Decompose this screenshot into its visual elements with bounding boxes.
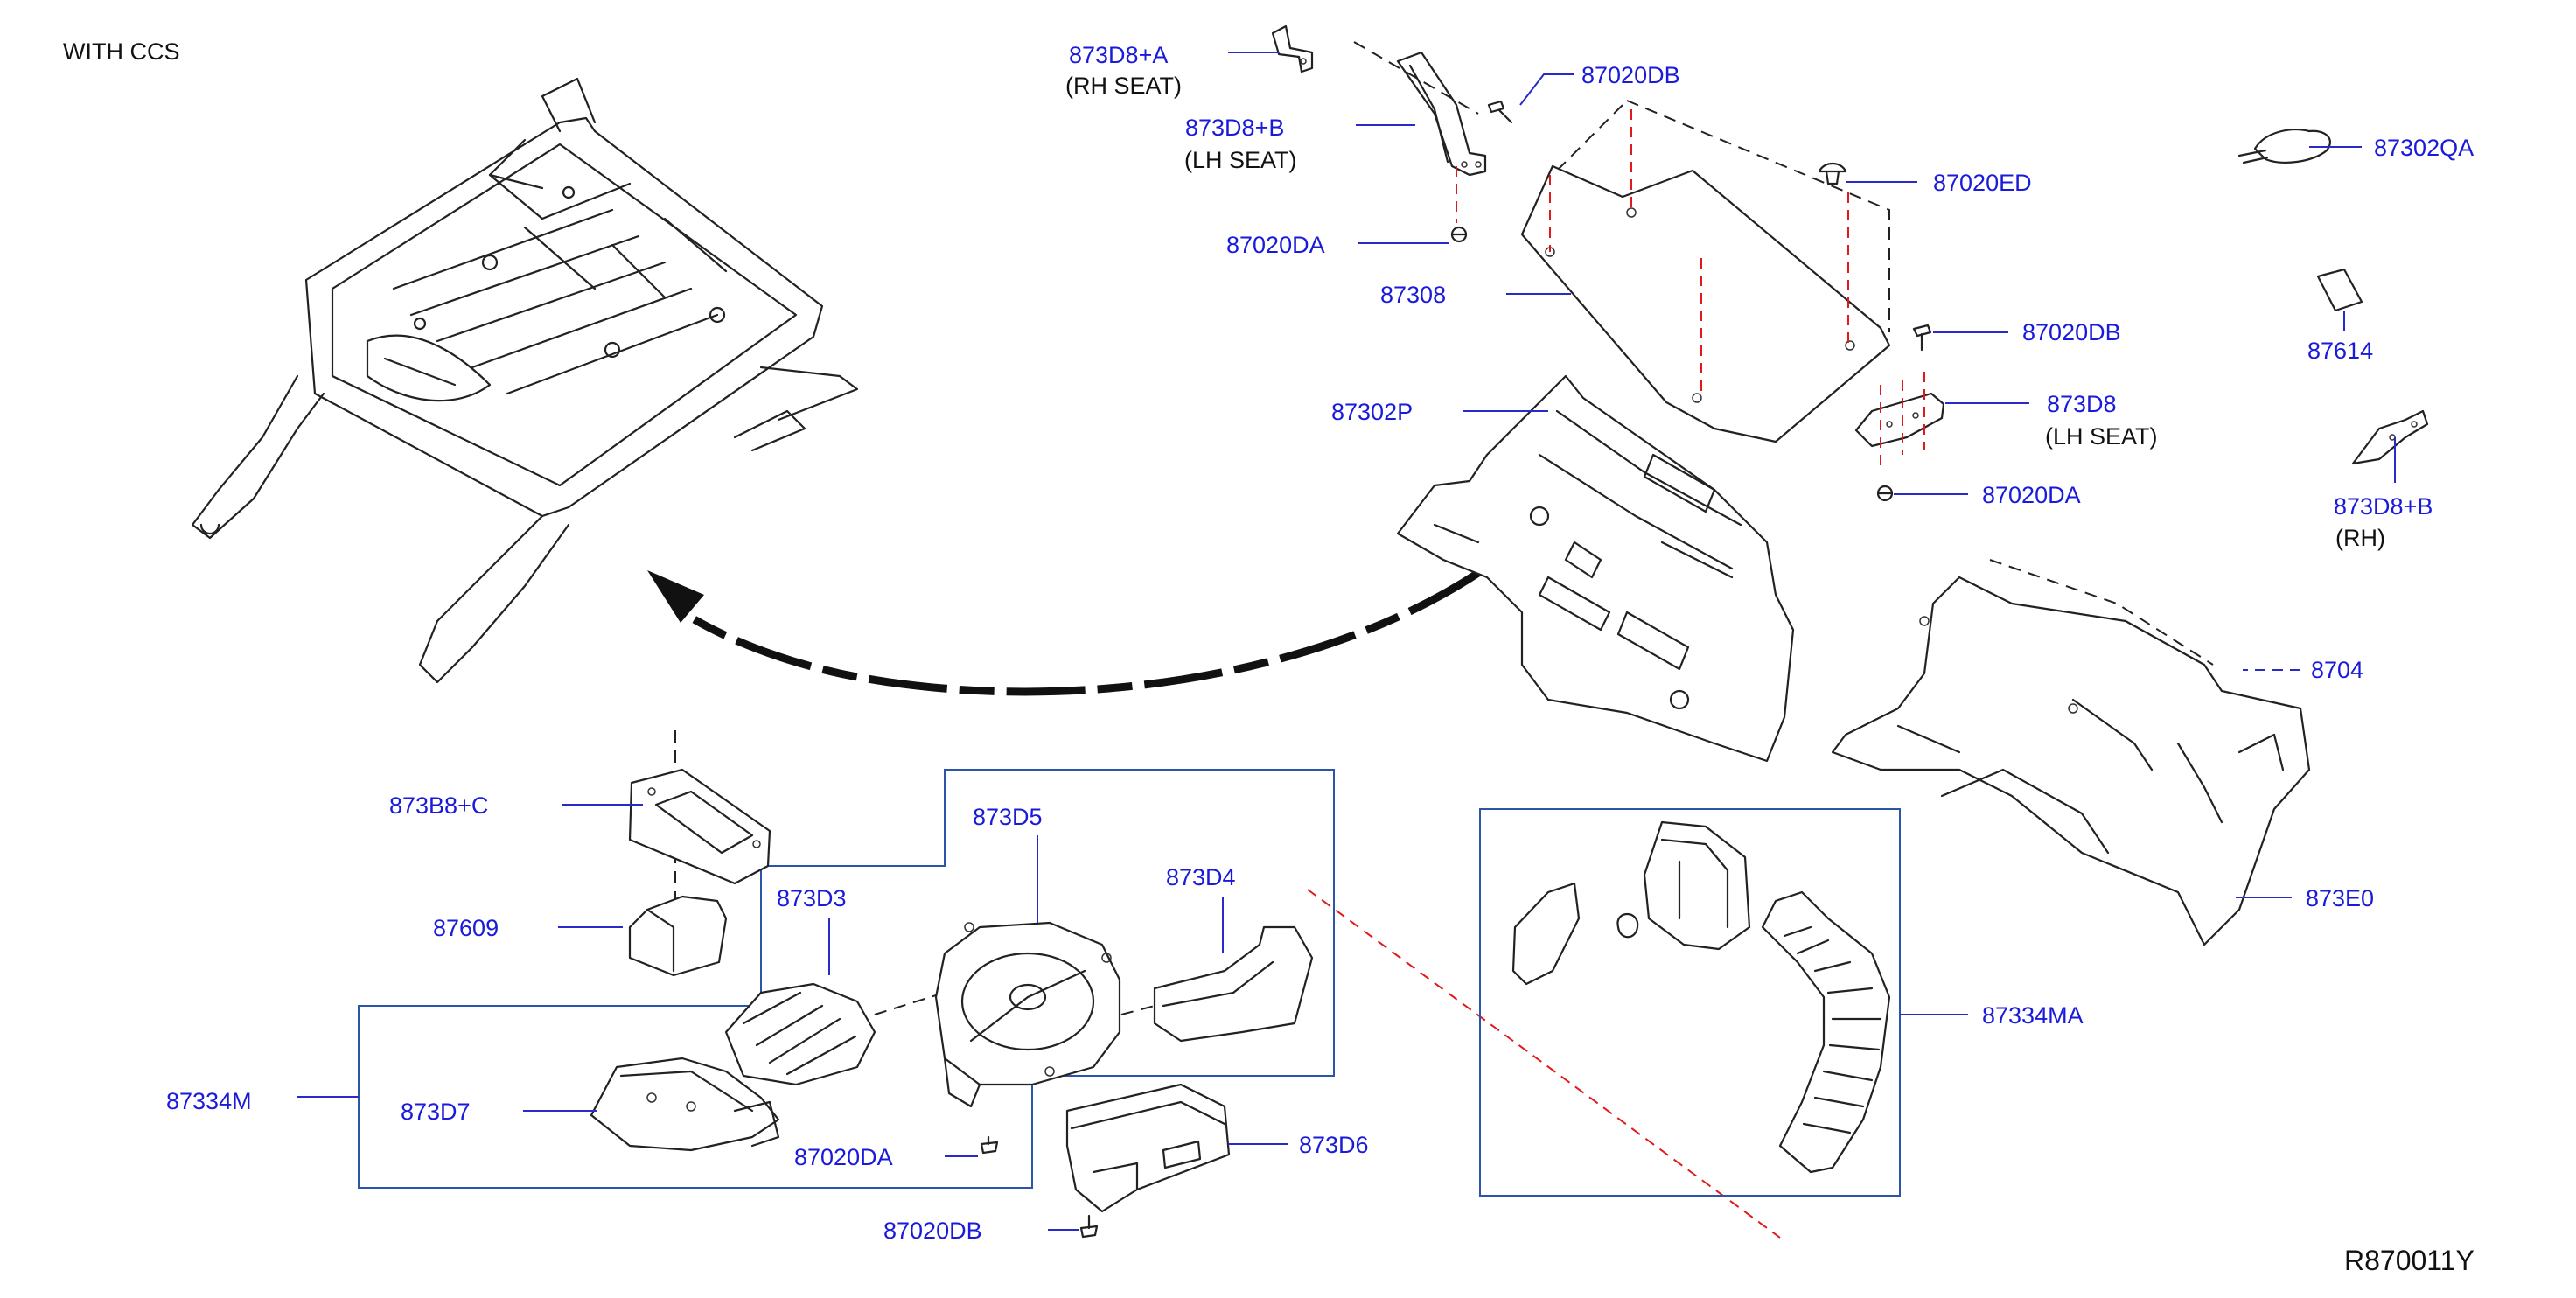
duct-assembly-87334ma-drawing [1511,820,1891,1174]
label-873b8c: 873B8+C [389,792,488,819]
label-87020db-mid: 87020DB [2022,319,2121,345]
label-87609: 87609 [433,915,499,941]
case-873d7-drawing [590,1057,780,1152]
label-873d4: 873D4 [1166,864,1236,890]
label-873d8-lh: 873D8 [2047,391,2117,417]
label-87334ma: 87334MA [1982,1002,2084,1029]
label-873d8a: 873D8+A [1069,42,1168,68]
label-87614: 87614 [2307,338,2373,364]
pad-87614-drawing [2316,268,2363,312]
seat-frame-drawing [191,77,859,684]
screw-87020db-bot-drawing [1079,1214,1099,1239]
reference-code: R870011Y [2344,1245,2475,1276]
floor-panel-87302p-drawing [1396,374,1795,763]
label-87302qa: 87302QA [2374,135,2474,161]
label-873d8b-top: 873D8+B [1185,115,1284,141]
assembly-frame-87334m [358,769,1335,1189]
filter-87609-drawing [628,895,728,977]
note-873d8-lh: (LH SEAT) [2045,423,2158,450]
ccs-note: WITH CCS [63,38,179,65]
label-873d8b-rh: 873D8+B [2334,493,2433,520]
label-87020da-mid: 87020DA [1982,482,2081,508]
duct-873d4-drawing [1153,925,1314,1043]
label-87334m: 87334M [166,1088,252,1114]
label-87020ed: 87020ED [1933,170,2032,196]
bracket-873b8c-drawing [628,768,771,885]
blower-873d5-drawing [934,921,1121,1108]
label-873d7: 873D7 [401,1099,471,1125]
centerline [1307,889,1781,1239]
bracket-873d8b-drawing [1353,41,1487,223]
nut-87020da-mid-drawing [1876,485,1894,502]
nut-87020da-top-drawing [1450,226,1468,243]
duct-873e0-drawing [1831,559,2311,946]
clip-87020ed-drawing [1818,162,1847,185]
insulator-87308-drawing [1520,100,1891,443]
label-873d5: 873D5 [973,804,1043,830]
label-873d6: 873D6 [1299,1132,1369,1158]
label-873e0: 873E0 [2306,885,2374,911]
label-87020da-bot: 87020DA [794,1144,893,1170]
screw-87020db-top-drawing [1487,100,1513,124]
bracket-873d8a-drawing [1271,24,1314,73]
label-87302p: 87302P [1331,399,1413,425]
bracket-873d8b-rh-drawing [2351,409,2429,465]
label-87020da-top: 87020DA [1226,232,1325,258]
sensor-87302qa-drawing [2237,129,2331,164]
bracket-873d8-lh-drawing [1854,372,1945,472]
label-87308: 87308 [1380,282,1446,308]
assembly-frame-87334ma [1479,808,1901,1197]
screw-87020db-mid-drawing [1912,324,1932,352]
installation-arrow [647,569,1481,696]
note-873d8a: (RH SEAT) [1065,73,1182,99]
label-87020db-bot: 87020DB [883,1218,982,1244]
label-87020db-top: 87020DB [1581,62,1680,88]
control-unit-873d6-drawing [1065,1083,1231,1213]
label-8704: 8704 [2311,657,2363,683]
bellows-873d3-drawing [724,982,876,1086]
label-873d3: 873D3 [777,885,847,911]
note-873d8b-rh: (RH) [2335,525,2385,551]
screw-87020da-bot-drawing [980,1135,999,1155]
note-873d8b-top: (LH SEAT) [1184,147,1297,173]
